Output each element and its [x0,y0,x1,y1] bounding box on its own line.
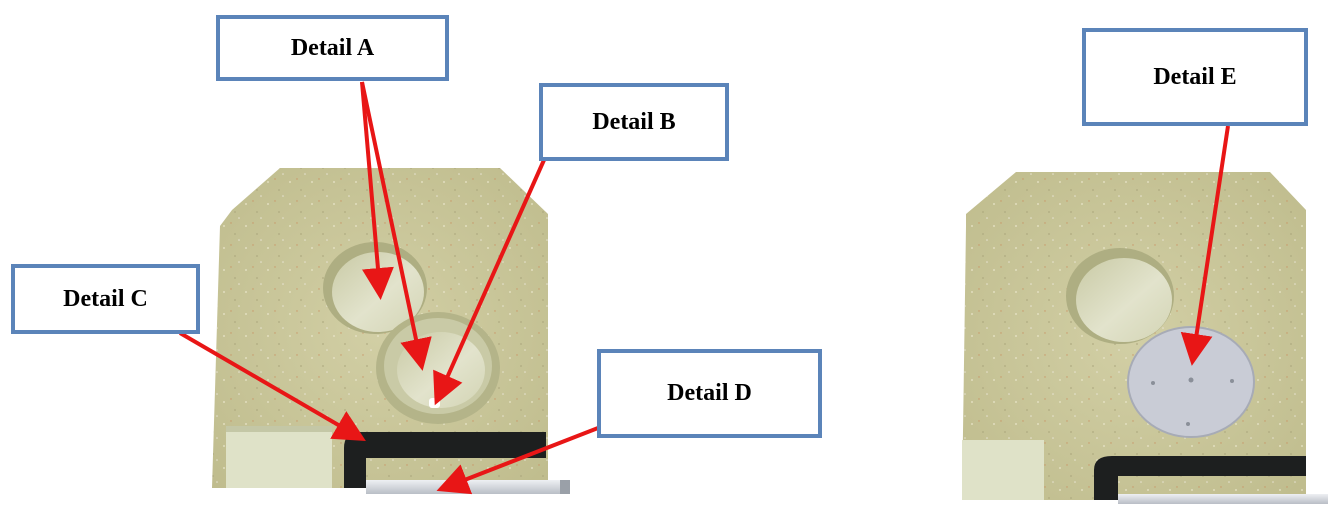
white-plug [429,398,440,408]
detail-d-label: Detail D [597,349,822,438]
right-concrete-block [962,172,1328,504]
arrow-e [1180,125,1230,366]
arrow-a-1 [360,81,394,300]
right-rail [1118,494,1328,504]
detail-e-label: Detail E [1082,28,1308,126]
detail-b-label: Detail B [539,83,729,161]
red-arrow-icon [178,81,1230,495]
arrow-c [178,331,366,442]
left-rail [366,480,568,494]
arrow-a-2 [360,81,432,371]
lower-recess [397,332,485,408]
right-block-notch [962,440,1044,500]
left-block-notch [226,426,332,488]
right-gasket [1094,456,1306,500]
right-recess [1076,258,1172,342]
left-gasket [344,432,546,488]
arrow-b [433,159,546,406]
arrow-d [436,426,599,495]
detail-c-label: Detail C [11,264,200,334]
detail-a-label: Detail A [216,15,449,81]
